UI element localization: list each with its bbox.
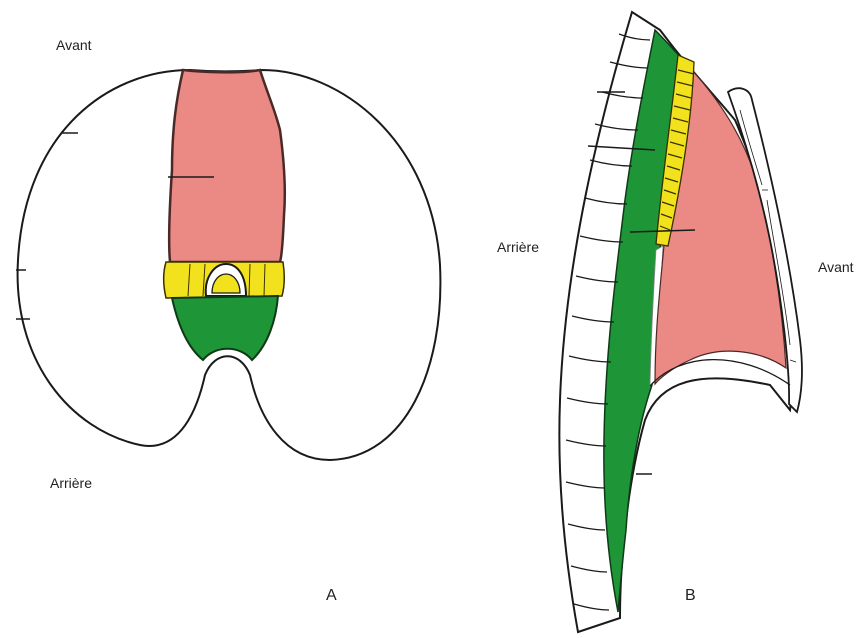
figure-letter-b: B (685, 587, 696, 604)
label-avant-a: Avant (56, 37, 92, 53)
figure-a: Avant Arrière A (16, 37, 440, 604)
label-arriere-b: Arrière (497, 239, 539, 255)
label-avant-b: Avant (818, 259, 854, 275)
label-arriere-a: Arrière (50, 475, 92, 491)
figure-b: Arrière Avant B (497, 12, 854, 632)
anterior-mediastinum (169, 70, 285, 262)
figure-letter-a: A (326, 587, 337, 604)
